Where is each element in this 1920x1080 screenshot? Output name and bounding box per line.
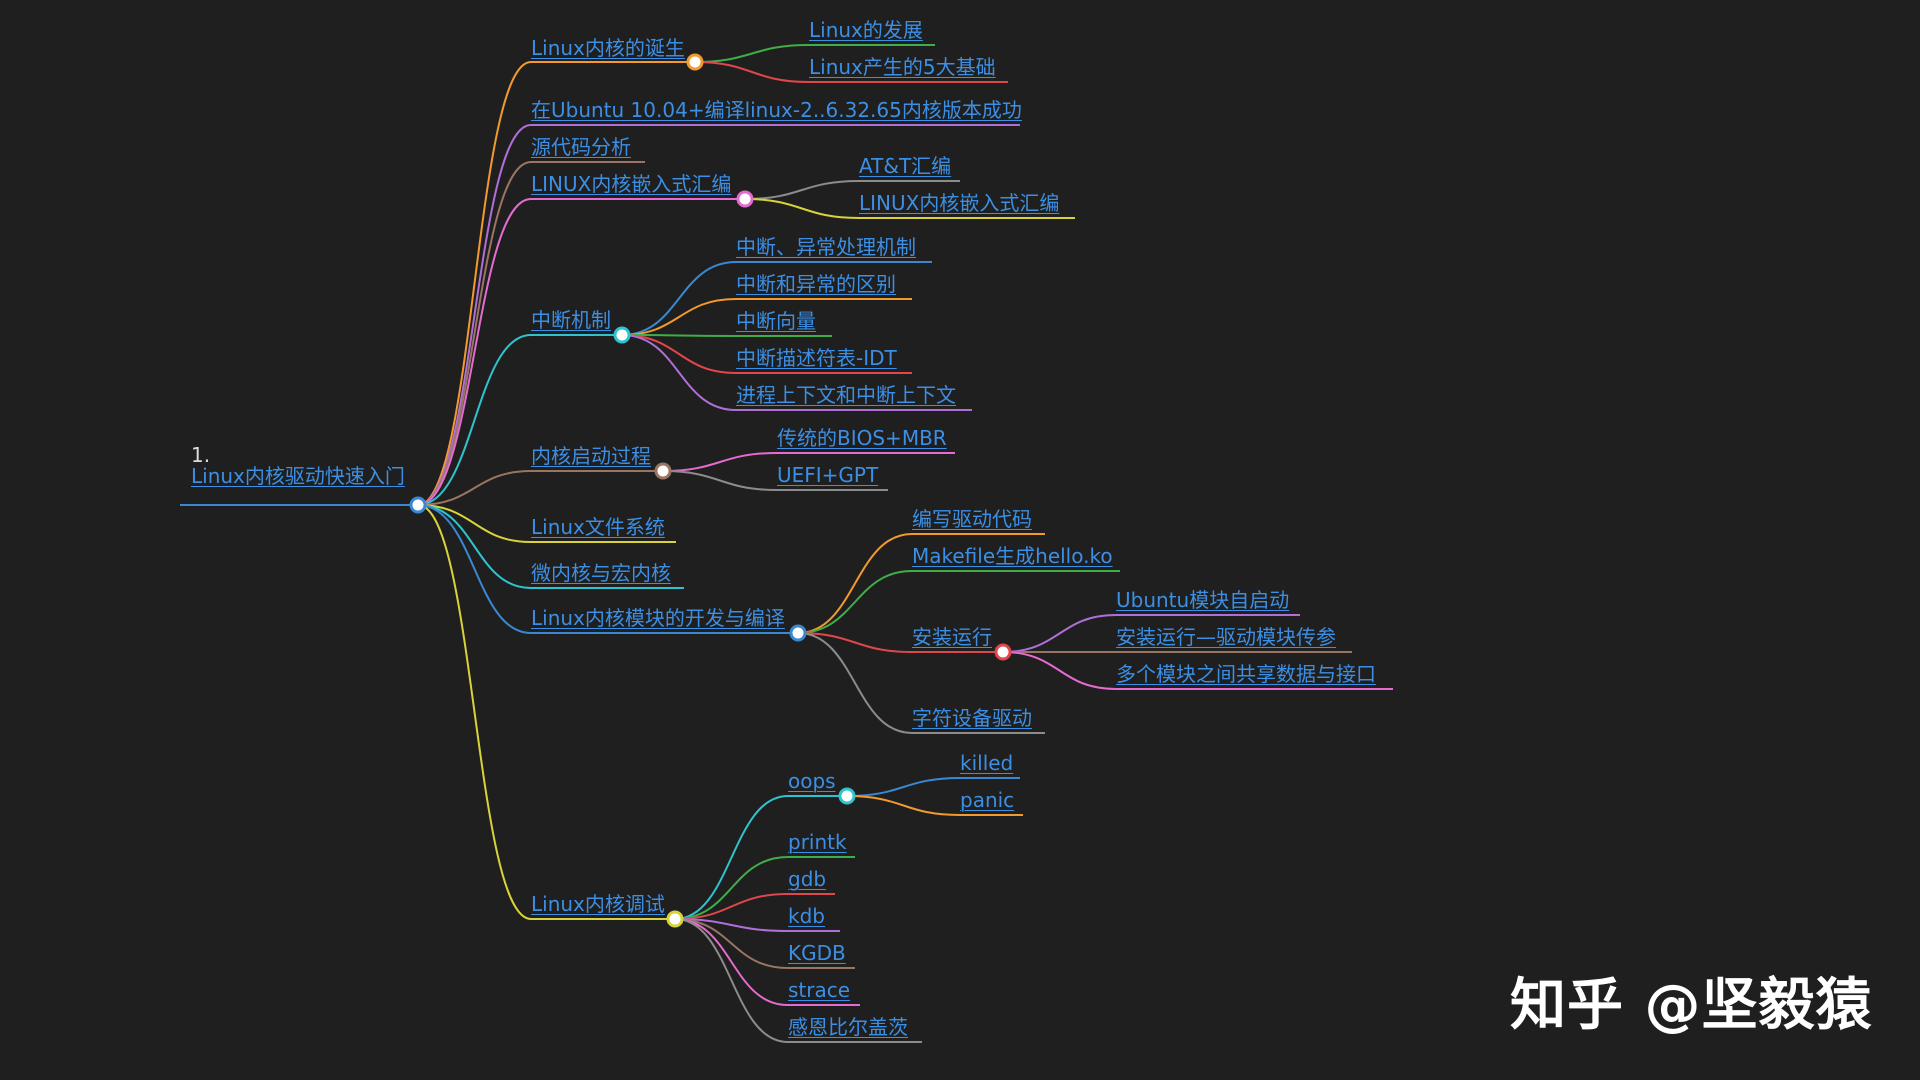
- branch-connector-1: [417, 124, 532, 506]
- branch-connector-9: [417, 504, 532, 920]
- sub-connector-9: [662, 452, 778, 472]
- sub-connector-14: [797, 632, 913, 734]
- root-collapse-toggle[interactable]: [409, 496, 427, 514]
- sub-connector-19: [674, 856, 789, 920]
- topic-kdb[interactable]: kdb: [788, 904, 825, 928]
- sub-connector-21: [674, 918, 789, 932]
- sub-connector-11: [797, 533, 913, 634]
- topic-idt[interactable]: 中断描述符表-IDT: [736, 346, 897, 370]
- topic-killed[interactable]: killed: [960, 751, 1014, 775]
- branch-connector-7: [417, 504, 532, 589]
- topic-interrupt-mechanism[interactable]: 中断机制: [531, 308, 611, 332]
- sub-connector-25: [846, 777, 961, 797]
- topic-linux-filesystem[interactable]: Linux文件系统: [531, 515, 665, 539]
- topic-kernel-module-dev[interactable]: Linux内核模块的开发与编译: [531, 606, 785, 630]
- branch-connector-6: [417, 504, 532, 543]
- sub-connector-1: [694, 61, 810, 83]
- sub-connector-0: [694, 44, 810, 63]
- sub-connector-24: [674, 918, 789, 1043]
- sub-connector-18: [674, 795, 789, 920]
- inline-asm-collapse-toggle[interactable]: [736, 190, 754, 208]
- branch-connector-0: [417, 61, 532, 506]
- module-dev-collapse-toggle[interactable]: [789, 624, 807, 642]
- sub-connector-22: [674, 918, 789, 969]
- sub-connector-2: [744, 180, 860, 200]
- sub-connector-3: [744, 198, 860, 219]
- topic-module-shared-data[interactable]: 多个模块之间共享数据与接口: [1116, 662, 1376, 686]
- sub-connector-4: [621, 261, 737, 336]
- branch-connector-2: [417, 161, 532, 506]
- root-topic[interactable]: Linux内核驱动快速入门: [191, 464, 405, 488]
- topic-gdb[interactable]: gdb: [788, 867, 827, 891]
- branch-connector-4: [417, 334, 532, 506]
- branch-connector-3: [417, 198, 532, 506]
- topic-oops[interactable]: oops: [788, 769, 836, 793]
- sub-connector-10: [662, 470, 778, 491]
- topic-inline-assembly-sub[interactable]: LINUX内核嵌入式汇编: [859, 191, 1060, 215]
- oops-collapse-toggle[interactable]: [838, 787, 856, 805]
- topic-char-device-driver[interactable]: 字符设备驱动: [912, 706, 1032, 730]
- topic-interrupt-vector[interactable]: 中断向量: [736, 309, 816, 333]
- sub-connector-17: [1002, 651, 1117, 690]
- topic-att-assembly[interactable]: AT&T汇编: [859, 154, 952, 178]
- topic-strace[interactable]: strace: [788, 978, 851, 1002]
- topic-linux-development[interactable]: Linux的发展: [809, 18, 923, 42]
- sub-connector-23: [674, 918, 789, 1006]
- topic-interrupt-exception-difference[interactable]: 中断和异常的区别: [736, 272, 896, 296]
- topic-makefile-hello-ko[interactable]: Makefile生成hello.ko: [912, 544, 1113, 568]
- topic-source-analysis[interactable]: 源代码分析: [531, 135, 631, 159]
- linux-birth-collapse-toggle[interactable]: [686, 53, 704, 71]
- sub-connector-15: [1002, 614, 1117, 653]
- topic-uefi-gpt[interactable]: UEFI+GPT: [777, 463, 879, 487]
- root-number: 1.: [191, 443, 211, 467]
- kernel-boot-collapse-toggle[interactable]: [654, 462, 672, 480]
- topic-thanks-bill-gates[interactable]: 感恩比尔盖茨: [788, 1015, 908, 1039]
- topic-ubuntu-module-autostart[interactable]: Ubuntu模块自启动: [1116, 588, 1290, 612]
- topic-panic[interactable]: panic: [960, 788, 1015, 812]
- topic-printk[interactable]: printk: [788, 830, 847, 854]
- topic-write-driver-code[interactable]: 编写驱动代码: [912, 507, 1032, 531]
- interrupt-collapse-toggle[interactable]: [613, 326, 631, 344]
- sub-connector-12: [797, 570, 913, 634]
- topic-inline-assembly[interactable]: LINUX内核嵌入式汇编: [531, 172, 732, 196]
- install-run-collapse-toggle[interactable]: [994, 643, 1012, 661]
- topic-linux-five-foundations[interactable]: Linux产生的5大基础: [809, 55, 996, 79]
- sub-connector-20: [674, 893, 789, 920]
- topic-kernel-boot[interactable]: 内核启动过程: [531, 444, 651, 468]
- branch-connector-8: [417, 504, 532, 634]
- sub-connector-5: [621, 298, 737, 336]
- sub-connector-6: [621, 334, 737, 337]
- topic-process-interrupt-context[interactable]: 进程上下文和中断上下文: [736, 383, 956, 407]
- kernel-debug-collapse-toggle[interactable]: [666, 910, 684, 928]
- branch-connector-5: [417, 470, 532, 506]
- topic-install-run[interactable]: 安装运行: [912, 625, 992, 649]
- topic-linux-birth[interactable]: Linux内核的诞生: [531, 36, 685, 60]
- sub-connector-26: [846, 795, 961, 816]
- topic-ubuntu-kernel-compile[interactable]: 在Ubuntu 10.04+编译linux-2..6.32.65内核版本成功: [531, 98, 1022, 122]
- topic-microkernel-macrokernel[interactable]: 微内核与宏内核: [531, 561, 671, 585]
- watermark: 知乎 @坚毅猿: [1510, 973, 1873, 1038]
- topic-interrupt-exception-handling[interactable]: 中断、异常处理机制: [736, 235, 916, 259]
- topic-kernel-debug[interactable]: Linux内核调试: [531, 892, 665, 916]
- sub-connector-7: [621, 334, 737, 374]
- topic-kgdb[interactable]: KGDB: [788, 941, 846, 965]
- topic-module-params[interactable]: 安装运行—驱动模块传参: [1116, 625, 1336, 649]
- sub-connector-8: [621, 334, 737, 411]
- topic-bios-mbr[interactable]: 传统的BIOS+MBR: [777, 426, 947, 450]
- sub-connector-13: [797, 632, 913, 653]
